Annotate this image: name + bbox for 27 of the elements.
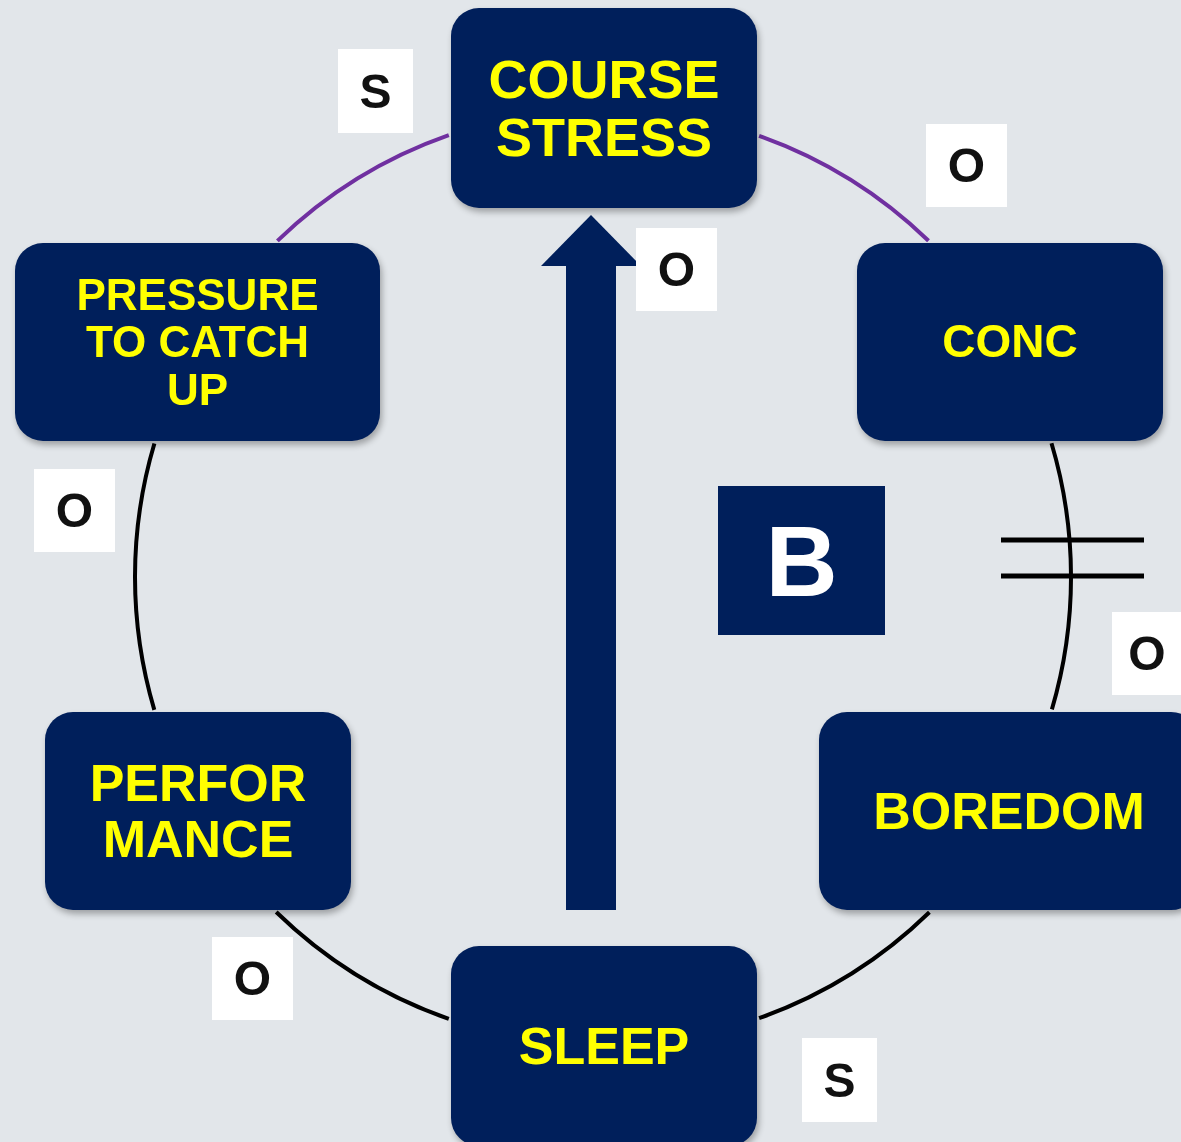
- variable-box: [857, 243, 1163, 441]
- variable-label: COURSE STRESS: [487, 49, 721, 167]
- connector-line: [276, 133, 450, 243]
- variable-box: [451, 946, 757, 1142]
- connector-line: [1049, 442, 1073, 710]
- variable-box: [15, 243, 380, 441]
- polarity-label: O: [212, 937, 293, 1020]
- variable-label: BOREDOM: [872, 782, 1146, 840]
- variable-box: [451, 8, 757, 208]
- polarity-label: O: [636, 228, 717, 311]
- connector-line: [274, 910, 450, 1021]
- variable-label: SLEEP: [517, 1017, 691, 1075]
- loop-type-box: [718, 486, 885, 635]
- variable-label: CONC: [941, 317, 1079, 367]
- connector-line: [758, 133, 930, 243]
- polarity-label: S: [802, 1038, 877, 1122]
- connector-line: [133, 443, 157, 711]
- variable-label: PERFOR MANCE: [88, 754, 308, 868]
- polarity-label: S: [338, 49, 413, 133]
- variable-box: [45, 712, 351, 910]
- variable-box: [819, 712, 1181, 910]
- polarity-label: O: [926, 124, 1007, 207]
- polarity-label: O: [1112, 612, 1181, 695]
- variable-label: PRESSURE TO CATCH UP: [75, 270, 320, 414]
- loop-label: B: [764, 506, 839, 615]
- polarity-label: O: [34, 469, 115, 552]
- connector-line: [758, 910, 931, 1021]
